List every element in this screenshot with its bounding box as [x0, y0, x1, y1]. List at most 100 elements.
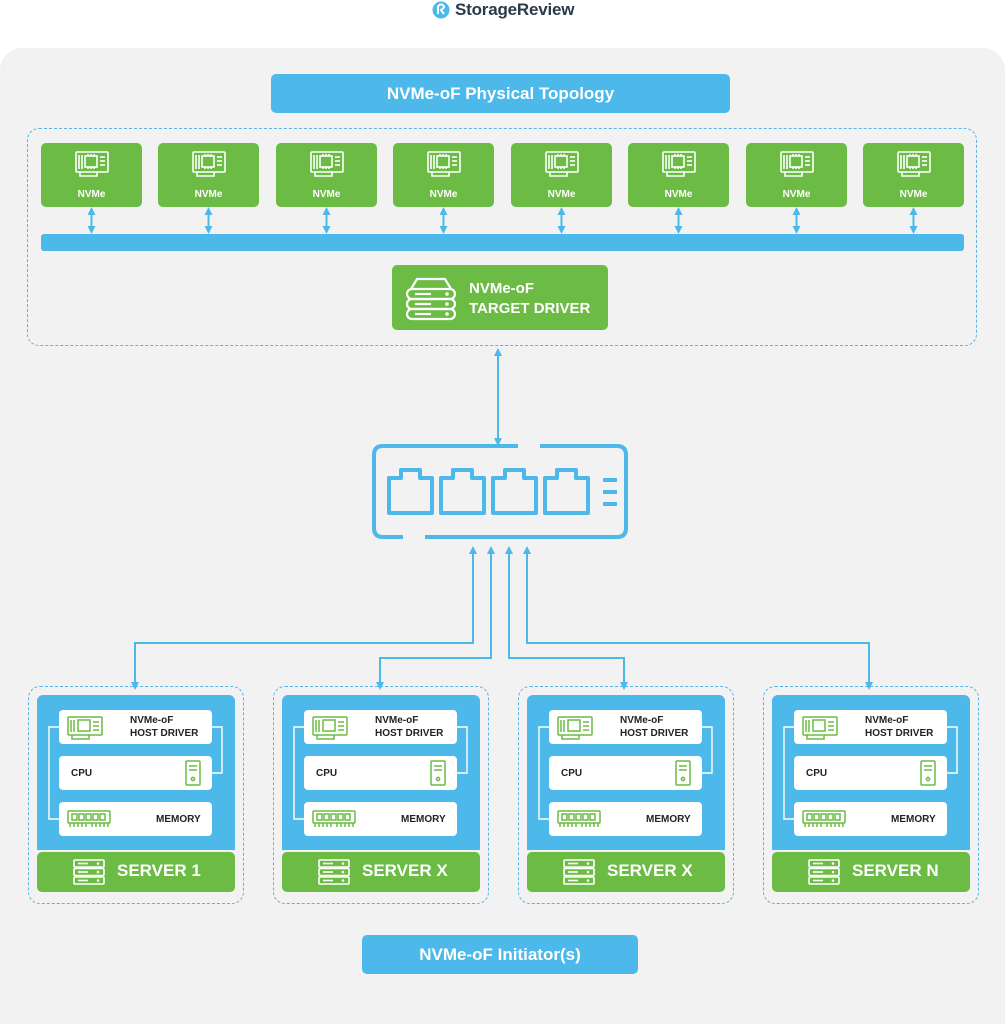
nvme-drive: NVMe: [158, 143, 259, 207]
nvme-drive: NVMe: [276, 143, 377, 207]
server-body: NVMe-oF HOST DRIVER CPU MEMORY: [37, 695, 235, 850]
server-body: NVMe-oF HOST DRIVER CPU MEMORY: [282, 695, 480, 850]
internal-bus-icon: [783, 726, 958, 820]
internal-bus-icon: [293, 726, 468, 820]
nvme-drive: NVMe: [511, 143, 612, 207]
memory-module-icon: [67, 810, 111, 827]
cpu-label: CPU: [316, 768, 338, 779]
host-driver-card: NVMe-oF HOST DRIVER: [304, 710, 457, 744]
server-body: NVMe-oF HOST DRIVER CPU MEMORY: [527, 695, 725, 850]
nvme-card-icon: [75, 151, 109, 177]
nvme-card-icon: [427, 151, 461, 177]
nvme-drive-label: NVMe: [77, 189, 106, 200]
server-name: SERVER X: [607, 861, 693, 880]
nvme-card-icon: [192, 151, 226, 177]
host-driver-line2: HOST DRIVER: [375, 728, 444, 739]
server-node: NVMe-oF HOST DRIVER CPU MEMORY: [37, 695, 235, 893]
server-node: NVMe-oF HOST DRIVER CPU MEMORY: [282, 695, 480, 893]
storagereview-logo-icon: [432, 1, 450, 19]
nvme-drive-label: NVMe: [782, 189, 811, 200]
server-enclosure: [28, 686, 244, 904]
host-driver-line1: NVMe-oF: [865, 715, 909, 726]
cpu-card: CPU: [549, 756, 702, 790]
nvme-drive-label: NVMe: [312, 189, 341, 200]
server-name-bar: SERVER X: [282, 852, 480, 892]
server-name-bar: SERVER N: [772, 852, 970, 892]
memory-module-icon: [802, 810, 846, 827]
internal-bus-icon: [48, 726, 223, 820]
nvme-drive: NVMe: [863, 143, 964, 207]
nvme-drive: NVMe: [628, 143, 729, 207]
host-driver-line2: HOST DRIVER: [865, 728, 934, 739]
cpu-tower-icon: [675, 760, 691, 786]
nvme-of-target-driver: NVMe-oF TARGET DRIVER: [392, 265, 608, 330]
server-name: SERVER X: [362, 861, 448, 880]
switch-link-server-1: [131, 546, 477, 690]
server-stack-icon: [73, 859, 105, 885]
target-enclosure: [27, 128, 977, 346]
cpu-tower-icon: [430, 760, 446, 786]
nvme-drive-label: NVMe: [547, 189, 576, 200]
server-body: NVMe-oF HOST DRIVER CPU MEMORY: [772, 695, 970, 850]
nvme-drive-label: NVMe: [664, 189, 693, 200]
nvme-drive: NVMe: [393, 143, 494, 207]
brand-name: StorageReview: [455, 0, 575, 19]
host-driver-card-icon: [557, 716, 593, 740]
host-driver-card: NVMe-oF HOST DRIVER: [794, 710, 947, 744]
nvme-drive: NVMe: [746, 143, 847, 207]
host-driver-card-icon: [802, 716, 838, 740]
memory-module-icon: [312, 810, 356, 827]
host-driver-card-icon: [67, 716, 103, 740]
server-node: NVMe-oF HOST DRIVER CPU MEMORY: [772, 695, 970, 893]
diagram-title: NVMe-oF Physical Topology: [271, 74, 730, 113]
server-enclosure: [763, 686, 979, 904]
switch-link-server-2: [376, 546, 495, 690]
memory-label: MEMORY: [401, 814, 446, 825]
switch-link-server-4: [523, 546, 873, 690]
host-driver-card: NVMe-oF HOST DRIVER: [59, 710, 212, 744]
server-name: SERVER 1: [117, 861, 201, 880]
nvme-drive-label: NVMe: [429, 189, 458, 200]
cpu-label: CPU: [806, 768, 828, 779]
server-node: NVMe-oF HOST DRIVER CPU MEMORY: [527, 695, 725, 893]
nvme-drive-label: NVMe: [194, 189, 223, 200]
nvme-card-icon: [545, 151, 579, 177]
nvme-card-icon: [780, 151, 814, 177]
server-name: SERVER N: [852, 861, 939, 880]
nvme-card-icon: [662, 151, 696, 177]
storagereview-logo: StorageReview: [432, 0, 574, 20]
host-driver-line2: HOST DRIVER: [130, 728, 199, 739]
host-driver-card-icon: [312, 716, 348, 740]
cpu-card: CPU: [59, 756, 212, 790]
nvme-card-icon: [897, 151, 931, 177]
host-driver-line1: NVMe-oF: [620, 715, 664, 726]
memory-module-icon: [557, 810, 601, 827]
server-name-bar: SERVER 1: [37, 852, 235, 892]
server-stack-icon: [563, 859, 595, 885]
pcie-bus: [41, 234, 964, 251]
internal-bus-icon: [538, 726, 713, 820]
cpu-label: CPU: [71, 768, 93, 779]
server-name-bar: SERVER X: [527, 852, 725, 892]
cpu-tower-icon: [920, 760, 936, 786]
server-stack-icon: [318, 859, 350, 885]
memory-card: MEMORY: [794, 802, 947, 836]
memory-card: MEMORY: [549, 802, 702, 836]
cpu-card: CPU: [304, 756, 457, 790]
host-driver-line2: HOST DRIVER: [620, 728, 689, 739]
target-driver-line2: TARGET DRIVER: [469, 300, 591, 317]
server-stack-icon: [808, 859, 840, 885]
host-driver-card: NVMe-oF HOST DRIVER: [549, 710, 702, 744]
memory-card: MEMORY: [304, 802, 457, 836]
server-enclosure: [518, 686, 734, 904]
memory-label: MEMORY: [891, 814, 936, 825]
target-driver-line1: NVMe-oF: [469, 280, 534, 297]
nvme-card-icon: [310, 151, 344, 177]
memory-label: MEMORY: [156, 814, 201, 825]
host-driver-line1: NVMe-oF: [375, 715, 419, 726]
initiators-label: NVMe-oF Initiator(s): [362, 935, 638, 974]
cpu-label: CPU: [561, 768, 583, 779]
host-driver-line1: NVMe-oF: [130, 715, 174, 726]
nvme-drive: NVMe: [41, 143, 142, 207]
